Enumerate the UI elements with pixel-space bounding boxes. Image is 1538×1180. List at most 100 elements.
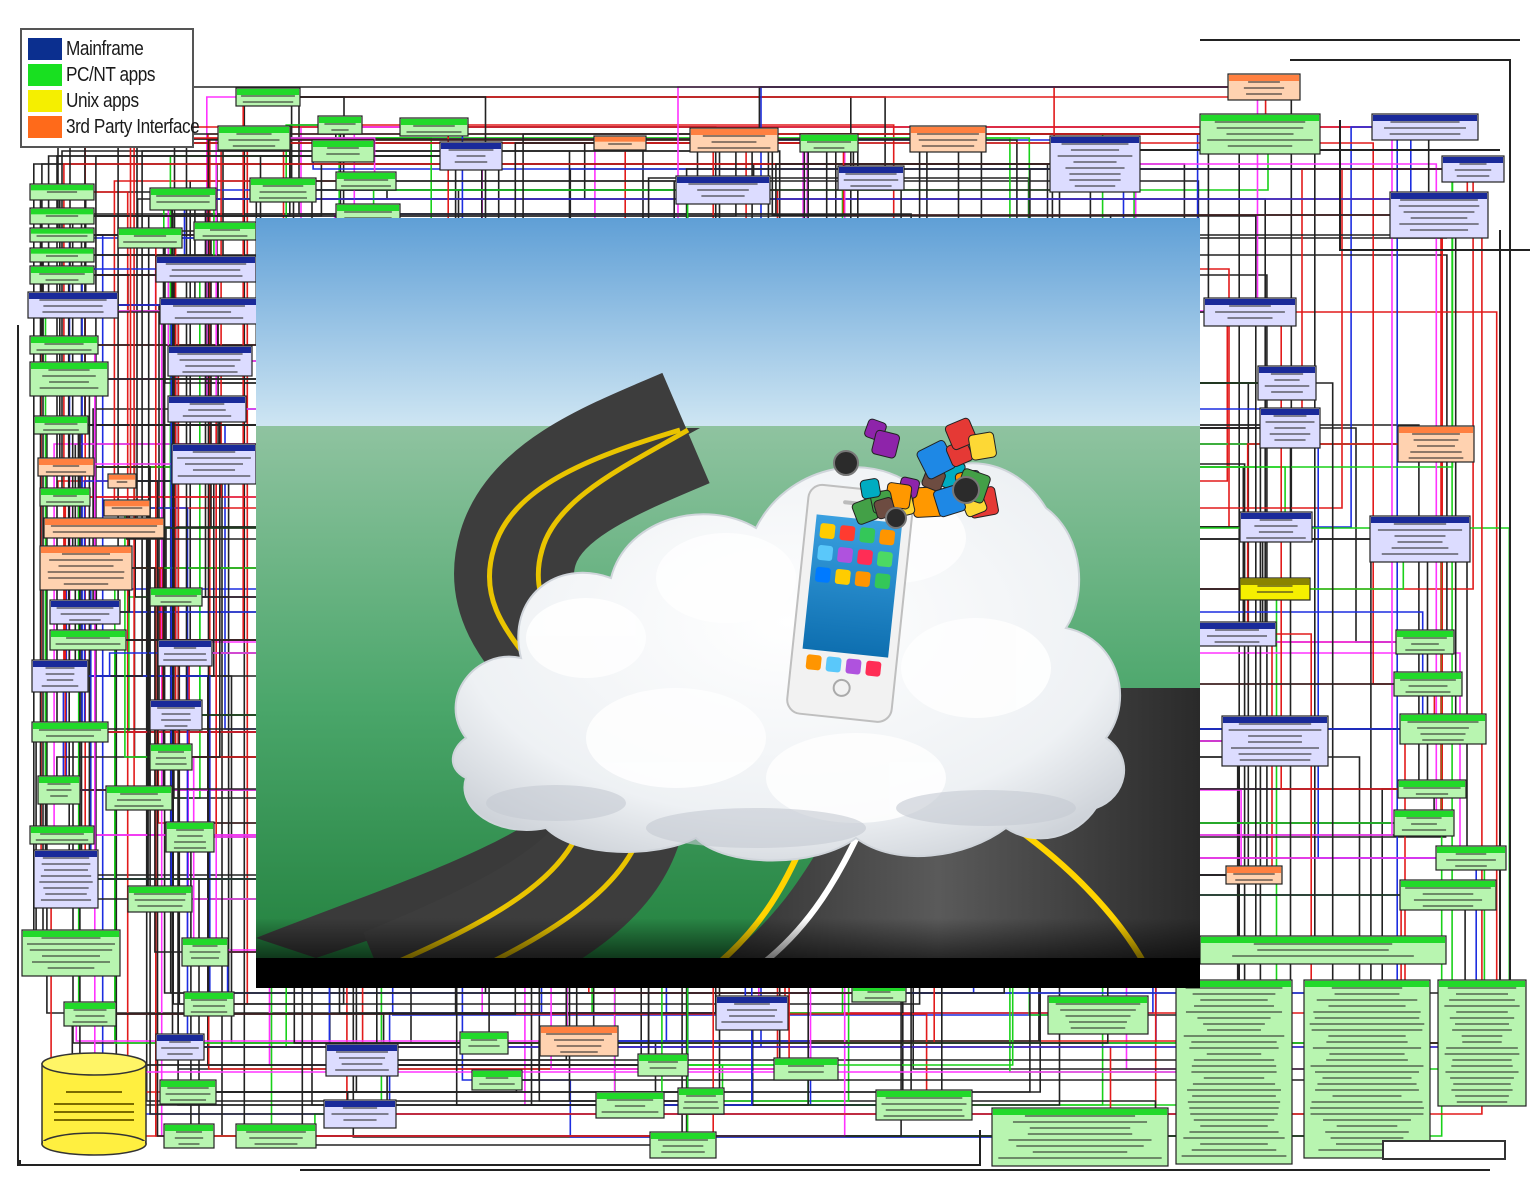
system-box	[249, 177, 317, 203]
system-box	[837, 165, 905, 191]
app-icon	[857, 549, 873, 566]
app-icon	[865, 660, 882, 677]
system-box	[183, 991, 235, 1017]
system-box	[1441, 155, 1505, 183]
system-box	[909, 125, 987, 153]
system-box	[49, 599, 121, 625]
connector-line	[1311, 133, 1345, 951]
legend-swatch	[28, 116, 62, 138]
app-icon	[819, 523, 836, 540]
system-box	[1049, 135, 1141, 193]
smartphone-icon	[786, 483, 914, 723]
legend-swatch	[28, 64, 62, 86]
system-box	[63, 1001, 117, 1027]
system-box	[165, 821, 215, 853]
system-box	[107, 473, 137, 489]
system-box	[1303, 979, 1431, 1159]
system-box	[1199, 113, 1321, 155]
app-icon	[837, 547, 854, 564]
app-icons	[833, 417, 999, 529]
system-box	[149, 699, 203, 731]
system-box	[539, 1025, 619, 1057]
system-box	[29, 825, 95, 845]
system-box	[171, 443, 257, 485]
system-box	[167, 345, 253, 377]
app-icon	[874, 573, 891, 590]
system-box	[37, 775, 81, 805]
system-box	[335, 171, 397, 191]
system-box	[471, 1069, 523, 1091]
app-icon	[817, 545, 834, 561]
system-box	[1397, 779, 1467, 799]
system-box	[1257, 365, 1317, 401]
system-box	[29, 335, 99, 355]
app-icon	[814, 566, 831, 583]
system-box	[637, 1053, 689, 1077]
system-box	[105, 785, 173, 811]
system-box	[155, 1033, 205, 1061]
system-box	[33, 415, 89, 435]
system-box	[149, 743, 193, 771]
database-cylinder-icon	[41, 1052, 147, 1156]
sky	[256, 218, 1200, 428]
system-box	[1199, 935, 1447, 965]
legend: Mainframe PC/NT apps Unix apps 3rd Party…	[20, 28, 200, 148]
system-box	[31, 659, 89, 693]
connector-line	[1339, 120, 1530, 251]
system-box	[103, 499, 151, 517]
app-icon	[876, 551, 893, 568]
system-box	[1399, 879, 1497, 911]
system-box	[29, 183, 95, 201]
system-box	[439, 141, 503, 171]
app-icon	[952, 476, 980, 504]
system-box	[167, 395, 247, 423]
app-icon	[968, 431, 997, 461]
connector-line	[183, 1080, 518, 1093]
system-box	[399, 117, 469, 137]
system-box	[1389, 191, 1489, 239]
app-icon	[859, 478, 881, 500]
cloud-road-illustration	[256, 218, 1200, 988]
app-icon	[833, 450, 859, 476]
system-box	[675, 175, 771, 205]
connector-line	[17, 325, 981, 1166]
app-icon	[859, 527, 876, 544]
connector-line	[771, 140, 1461, 216]
system-box	[459, 1031, 509, 1055]
system-box	[325, 1043, 399, 1077]
system-box	[1393, 809, 1455, 837]
system-box	[677, 1087, 725, 1115]
system-box	[1239, 577, 1311, 601]
connector-line	[1271, 311, 1498, 1043]
app-icon	[845, 658, 862, 675]
system-box	[33, 849, 99, 909]
system-box	[163, 1123, 215, 1149]
system-box	[27, 291, 119, 319]
system-box	[875, 1089, 973, 1121]
system-box	[39, 487, 91, 507]
app-icon	[805, 654, 822, 671]
system-box	[49, 629, 127, 651]
system-box	[159, 297, 259, 325]
system-box	[851, 983, 907, 1003]
bottom-bar	[256, 958, 1200, 988]
special-shapes	[41, 1052, 147, 1156]
system-box	[235, 87, 301, 107]
system-box	[31, 721, 109, 743]
system-box	[127, 885, 193, 913]
system-box	[1225, 865, 1283, 885]
connector-line	[188, 409, 221, 758]
system-box	[1437, 979, 1527, 1107]
system-box	[193, 221, 257, 241]
system-box	[29, 361, 109, 397]
system-box	[149, 587, 203, 607]
system-box	[1203, 297, 1297, 327]
system-box	[1397, 425, 1475, 463]
system-box	[29, 207, 95, 225]
system-box	[715, 995, 789, 1031]
system-box	[117, 227, 183, 249]
legend-swatch	[28, 90, 62, 112]
app-icon	[834, 568, 851, 585]
system-box	[1197, 621, 1277, 647]
system-box	[29, 265, 95, 285]
